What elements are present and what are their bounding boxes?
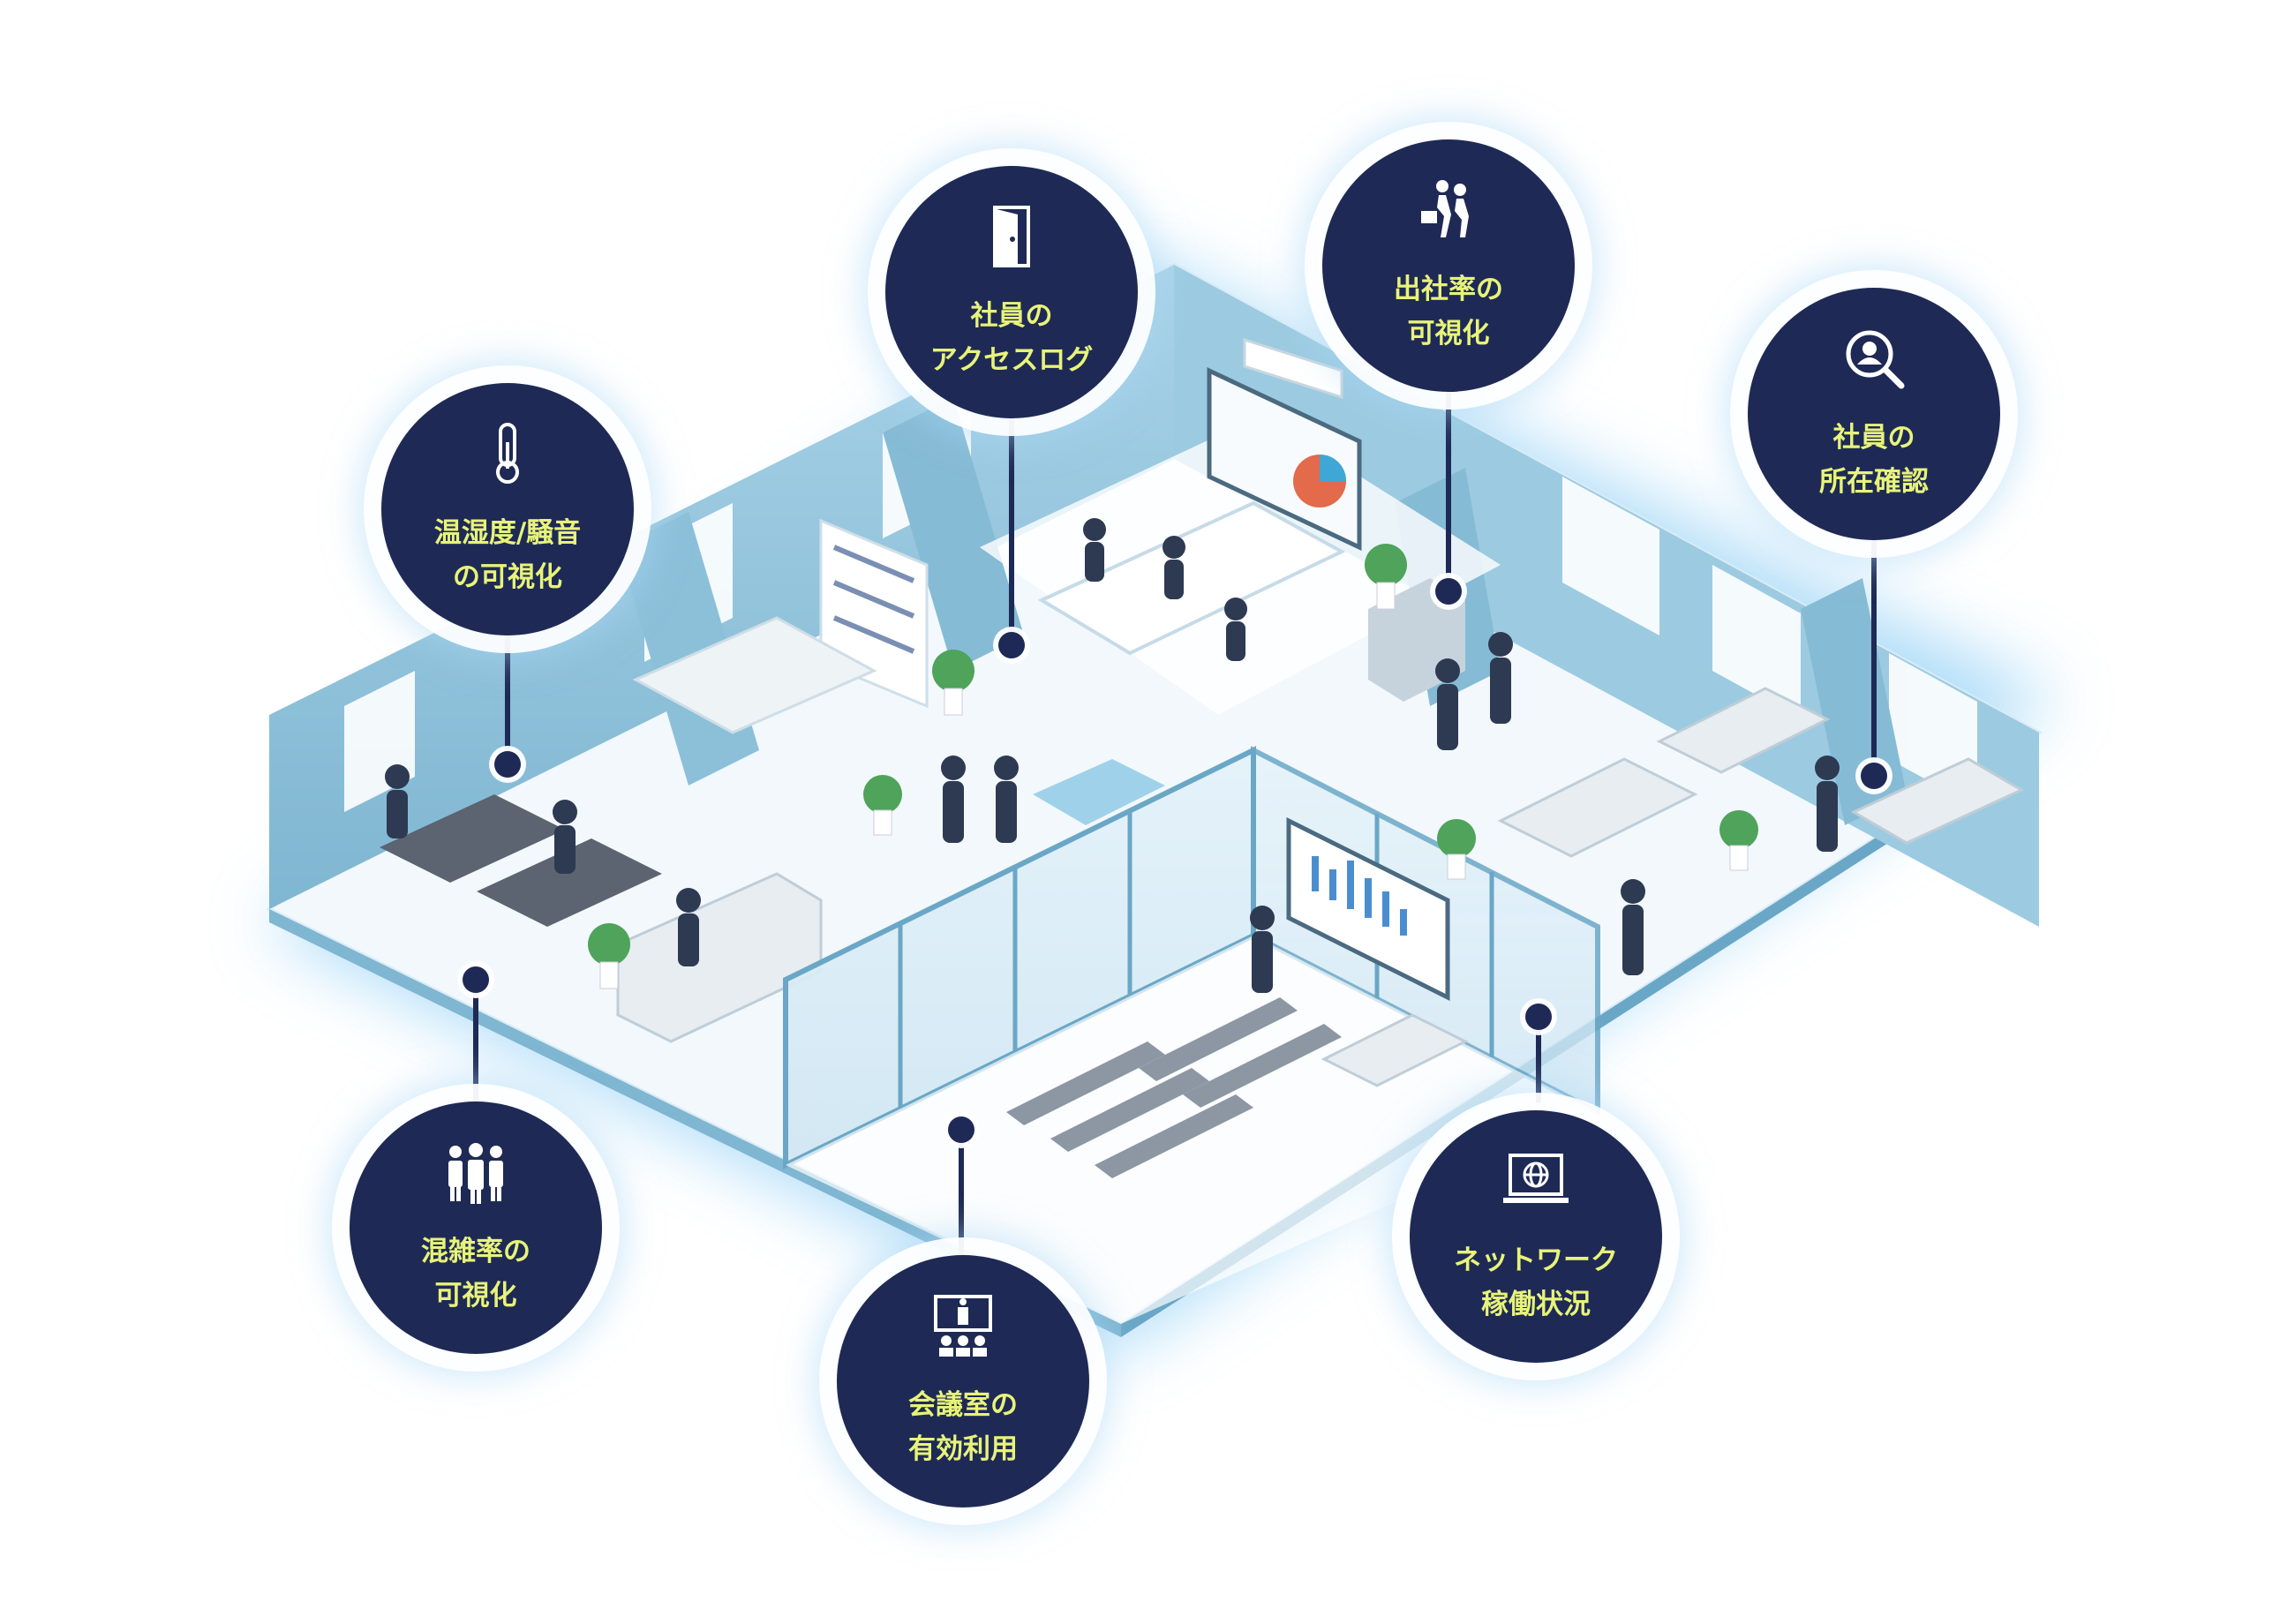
callout-label-line2: 所在確認	[1819, 466, 1929, 498]
office-people	[385, 518, 1840, 993]
desk-left-2	[477, 838, 662, 927]
seminar-desk	[1321, 1013, 1469, 1087]
callout-congestion-rate: 混雑率の 可視化	[350, 1101, 602, 1354]
leader-line-temperature	[505, 635, 510, 759]
anchor-dot-meeting-room	[948, 1116, 974, 1143]
callout-label-line2: 可視化	[434, 1280, 517, 1312]
leader-line-access-log	[1009, 415, 1014, 635]
anchor-dot-attendance	[1435, 578, 1462, 605]
anchor-dot-network	[1525, 1004, 1552, 1030]
person-search-icon	[1840, 324, 1908, 393]
desk-left-1	[380, 794, 565, 883]
desk-right-3	[1850, 757, 2025, 845]
door-icon	[977, 202, 1046, 271]
desk-right-1	[1497, 757, 1698, 858]
callout-meeting-room: 会議室の 有効利用	[837, 1255, 1089, 1507]
callout-employee-location: 社員の 所在確認	[1748, 288, 2000, 540]
windows-right	[1562, 477, 1977, 808]
callout-label-line2: の可視化	[453, 561, 562, 593]
presentation-icon	[929, 1291, 997, 1360]
callout-label-line2: 稼働状況	[1481, 1289, 1591, 1320]
lounge-sofa	[1033, 759, 1165, 825]
callout-temperature-noise: 温湿度/騒音 の可視化	[381, 383, 634, 635]
anchor-dot-access-log	[998, 632, 1025, 658]
crowd-icon	[441, 1138, 510, 1207]
walking-people-icon	[1414, 176, 1483, 244]
anchor-dot-location	[1861, 763, 1887, 789]
callout-label-line2: 可視化	[1407, 318, 1490, 350]
air-conditioner	[1243, 337, 1343, 400]
callout-access-log: 社員の アクセスログ	[885, 166, 1138, 418]
callout-label-line1: 混雑率の	[421, 1236, 530, 1267]
callout-label-line1: 社員の	[1832, 422, 1915, 454]
callout-label-line1: 社員の	[970, 300, 1053, 332]
callout-network-status: ネットワーク 稼働状況	[1410, 1110, 1662, 1363]
callout-label-line1: 会議室の	[908, 1389, 1018, 1421]
monitor-globe-icon	[1501, 1147, 1570, 1215]
partition-wall-2	[883, 397, 1024, 671]
whiteboard-bars	[1312, 856, 1407, 936]
books	[832, 545, 915, 654]
leader-line-meeting-room	[959, 1130, 964, 1289]
leader-line-location	[1871, 516, 1877, 777]
anchor-dot-temperature	[494, 751, 521, 778]
callout-attendance-rate: 出社率の 可視化	[1322, 139, 1575, 392]
leader-line-network	[1536, 1015, 1541, 1103]
leader-line-attendance	[1446, 388, 1451, 587]
callout-label-line2: 有効利用	[908, 1433, 1018, 1465]
floor-edge-left	[269, 909, 1121, 1337]
seminar-seats	[1006, 997, 1342, 1178]
desk-workstation	[632, 616, 877, 734]
conference-table	[1037, 500, 1346, 656]
desk-right-2	[1656, 687, 1831, 774]
leader-line-congestion	[473, 980, 478, 1156]
plants	[588, 544, 1758, 989]
anchor-dot-congestion	[463, 966, 489, 993]
callout-label-line1: ネットワーク	[1454, 1244, 1618, 1276]
thermometer-icon	[473, 419, 542, 488]
callout-label-line2: アクセスログ	[929, 344, 1094, 376]
callout-label-line1: 出社率の	[1394, 274, 1503, 305]
callout-label-line1: 温湿度/騒音	[433, 517, 582, 549]
